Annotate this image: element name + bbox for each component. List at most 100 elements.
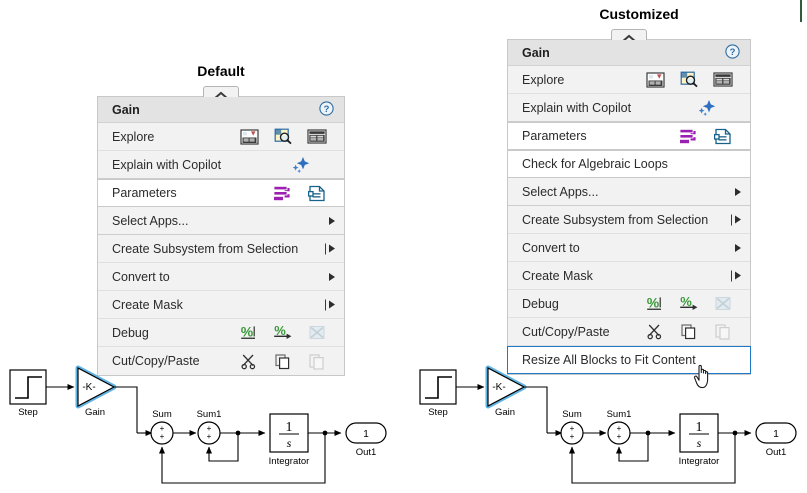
menu-label: Create Subsystem from Selection	[112, 241, 299, 256]
svg-text:1: 1	[286, 420, 293, 435]
menu-label: Convert to	[522, 240, 580, 255]
menu-row-check-algebraic-loops[interactable]: Check for Algebraic Loops	[507, 150, 751, 178]
menu-label: Explore	[522, 72, 565, 87]
svg-text:?: ?	[730, 47, 736, 58]
menu-row-create-subsystem[interactable]: Create Subsystem from Selection	[98, 235, 344, 263]
menu-row-explain-with-copilot[interactable]: Explain with Copilot	[98, 151, 344, 179]
copilot-sparkle-icon[interactable]	[672, 99, 740, 117]
menu-label: Parameters	[522, 129, 587, 143]
submenu-arrow-icon	[735, 187, 741, 196]
menu-row-create-subsystem[interactable]: Create Subsystem from Selection	[508, 206, 750, 234]
page-edge-line	[800, 0, 802, 22]
copilot-sparkle-icon[interactable]	[266, 156, 334, 174]
comment-through-icon[interactable]: %	[266, 324, 300, 341]
finder-icon[interactable]	[672, 71, 706, 88]
menu-label: Parameters	[112, 186, 177, 200]
block-label-gain: Gain	[495, 407, 515, 418]
svg-text:+: +	[160, 424, 165, 433]
split-submenu-arrow-icon	[731, 270, 741, 281]
block-label-out1: Out1	[766, 447, 787, 458]
svg-text:s: s	[697, 436, 702, 450]
breakpoint-disabled-icon	[300, 324, 334, 341]
menu-label: Resize All Blocks to Fit Content	[522, 353, 696, 367]
svg-text:+: +	[570, 432, 575, 441]
menu-row-explain-with-copilot[interactable]: Explain with Copilot	[508, 94, 750, 122]
menu-row-create-mask[interactable]: Create Mask	[508, 262, 750, 290]
default-action-bar: Gain ? Explore	[97, 86, 345, 376]
menu-row-parameters[interactable]: Parameters	[507, 122, 751, 150]
block-label-sum1: Sum1	[607, 409, 632, 420]
model-explorer-icon[interactable]	[638, 71, 672, 88]
default-caption: Default	[197, 63, 245, 79]
scissors-icon[interactable]	[232, 353, 266, 370]
split-submenu-arrow-icon	[325, 243, 335, 254]
menu-label: Convert to	[112, 269, 170, 284]
menu-row-explore[interactable]: Explore	[508, 66, 750, 94]
out-port-number: 1	[363, 429, 369, 440]
menu-row-debug[interactable]: Debug % %	[98, 319, 344, 347]
menu-label: Explain with Copilot	[522, 100, 632, 115]
menu-label: Debug	[112, 325, 149, 340]
copy-icon[interactable]	[266, 353, 300, 370]
menu-label: Cut/Copy/Paste	[522, 324, 610, 339]
block-label-integrator: Integrator	[269, 456, 310, 467]
comment-through-icon[interactable]: %	[672, 295, 706, 312]
svg-text:1: 1	[696, 420, 703, 435]
block-label-sum: Sum	[562, 409, 582, 420]
block-label-gain: Gain	[85, 407, 105, 418]
block-properties-icon[interactable]	[706, 128, 740, 145]
copy-icon[interactable]	[672, 323, 706, 340]
menu-label: Check for Algebraic Loops	[522, 157, 668, 171]
customized-action-bar: Gain ? Explore	[507, 29, 751, 375]
svg-text:%: %	[680, 295, 692, 309]
menu-label: Select Apps...	[522, 184, 599, 199]
paste-disabled-icon	[706, 323, 740, 340]
gain-value-label: -K-	[82, 382, 95, 393]
paste-disabled-icon	[300, 353, 334, 370]
help-circle-icon[interactable]: ?	[319, 100, 334, 119]
finder-icon[interactable]	[266, 128, 300, 145]
menu-row-convert-to[interactable]: Convert to	[508, 234, 750, 262]
menu-label: Debug	[522, 296, 559, 311]
pointing-hand-cursor	[692, 362, 716, 392]
menu-label: Cut/Copy/Paste	[112, 354, 200, 368]
menu-label: Select Apps...	[112, 213, 189, 228]
help-circle-icon[interactable]: ?	[725, 43, 740, 62]
menu-row-resize-all-blocks[interactable]: Resize All Blocks to Fit Content	[507, 346, 751, 374]
panel-header-customized: Gain ?	[508, 40, 750, 66]
property-inspector-icon[interactable]	[706, 72, 740, 87]
breakpoint-disabled-icon	[706, 295, 740, 312]
menu-row-parameters[interactable]: Parameters	[97, 179, 345, 207]
menu-label: Create Mask	[522, 268, 593, 283]
property-inspector-icon[interactable]	[300, 129, 334, 144]
submenu-arrow-icon	[329, 216, 335, 225]
submenu-arrow-icon	[735, 243, 741, 252]
comment-out-icon[interactable]: %	[638, 295, 672, 312]
block-parameters-icon[interactable]	[266, 185, 300, 202]
menu-label: Create Mask	[112, 297, 183, 312]
block-label-sum1: Sum1	[197, 409, 222, 420]
block-parameters-icon[interactable]	[672, 128, 706, 145]
panel-title: Gain	[522, 45, 550, 60]
menu-row-select-apps[interactable]: Select Apps...	[98, 207, 344, 235]
model-explorer-icon[interactable]	[232, 128, 266, 145]
menu-row-select-apps[interactable]: Select Apps...	[508, 178, 750, 206]
out-port-number: 1	[773, 429, 779, 440]
menu-row-cut-copy-paste[interactable]: Cut/Copy/Paste	[508, 318, 750, 346]
menu-row-create-mask[interactable]: Create Mask	[98, 291, 344, 319]
scissors-icon[interactable]	[638, 323, 672, 340]
menu-row-cut-copy-paste[interactable]: Cut/Copy/Paste	[98, 347, 344, 375]
block-label-step: Step	[428, 407, 448, 418]
block-label-step: Step	[18, 407, 38, 418]
comment-out-icon[interactable]: %	[232, 324, 266, 341]
block-label-out1: Out1	[356, 447, 377, 458]
menu-label: Create Subsystem from Selection	[522, 212, 709, 227]
menu-label: Explore	[112, 129, 155, 144]
menu-row-debug[interactable]: Debug % %	[508, 290, 750, 318]
svg-text:%: %	[646, 295, 659, 311]
svg-text:+: +	[160, 432, 165, 441]
menu-row-explore[interactable]: Explore	[98, 123, 344, 151]
menu-row-convert-to[interactable]: Convert to	[98, 263, 344, 291]
svg-text:+: +	[617, 424, 622, 433]
block-properties-icon[interactable]	[300, 185, 334, 202]
